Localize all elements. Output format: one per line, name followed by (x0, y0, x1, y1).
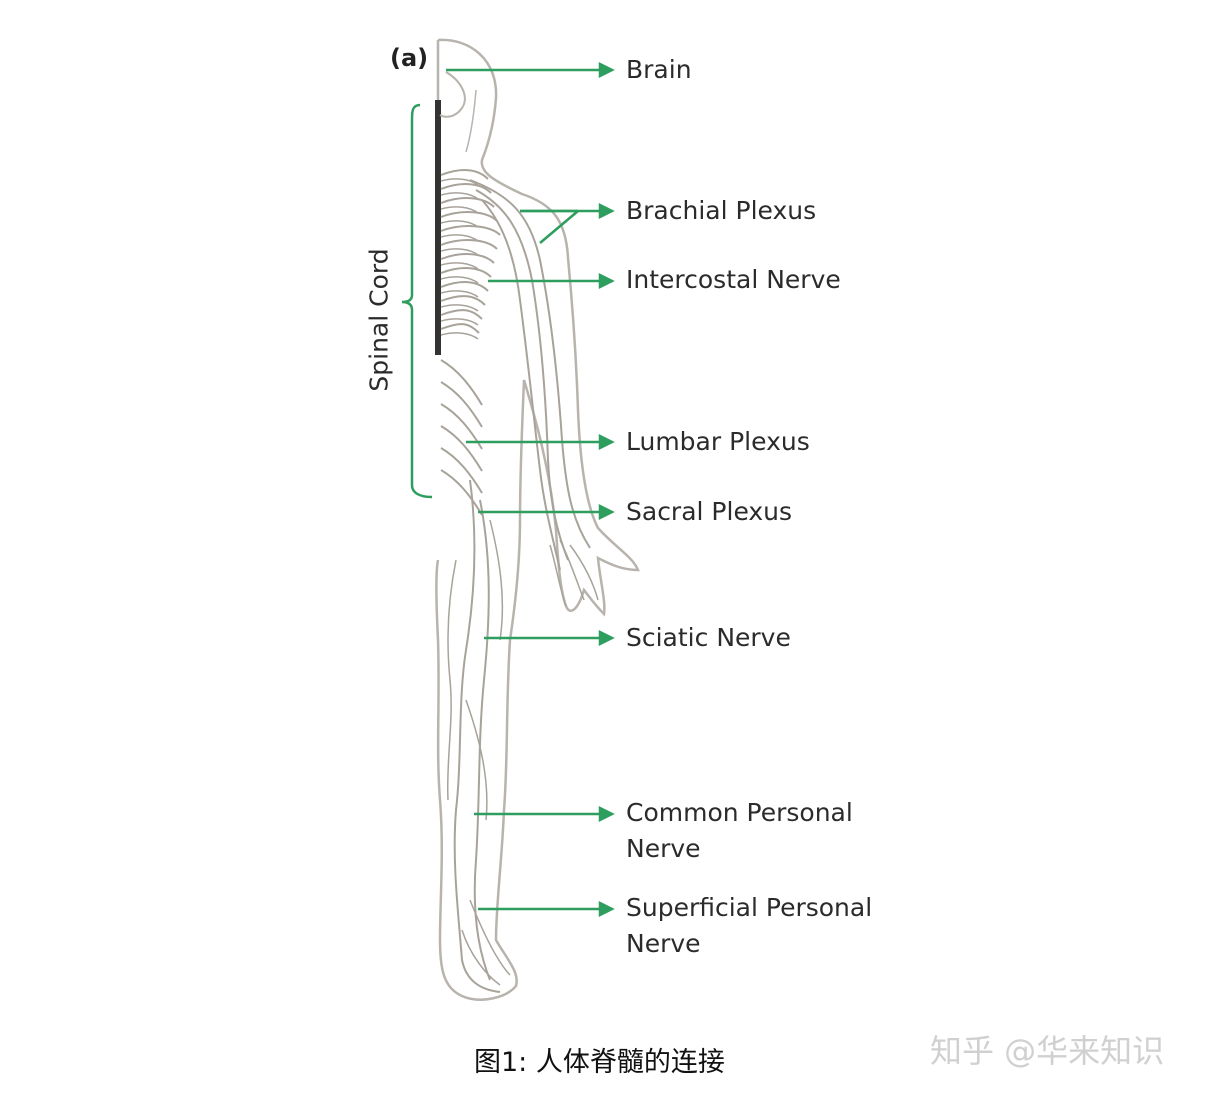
label-brain: Brain (626, 55, 692, 84)
nerve-branch (440, 447, 483, 494)
nerve-branch (440, 267, 492, 278)
nerve-branch (440, 281, 489, 292)
nerve-branch (461, 929, 501, 986)
nerve-branch (569, 544, 599, 601)
nerve-branch (440, 309, 483, 320)
nerve-branch (440, 253, 495, 264)
label-brachial-plexus: Brachial Plexus (626, 196, 817, 225)
nerve-branch (440, 332, 479, 340)
label-sciatic-nerve: Sciatic Nerve (626, 623, 791, 652)
nerve-branch (440, 262, 479, 270)
nerve-branch (489, 519, 504, 641)
nerve-branch (440, 211, 498, 222)
figure-caption: 图1: 人体脊髓的连接 (474, 1047, 725, 1078)
label-lumbar-plexus: Lumbar Plexus (626, 427, 810, 456)
nerve-branch (481, 199, 561, 571)
nerve-branch (440, 183, 492, 194)
nerve-branch (453, 479, 501, 993)
nerve-branch (440, 425, 483, 472)
nerve-branch (440, 276, 479, 284)
nerve-branch (473, 499, 491, 981)
nerve-branch (440, 239, 498, 250)
nerve-branch (469, 179, 591, 549)
label-sacral-plexus: Sacral Plexus (626, 497, 793, 526)
nerve-branch (440, 323, 480, 334)
nerve-branch (446, 559, 457, 801)
nerve-branch (440, 197, 495, 208)
watermark: 知乎 @华来知识 (930, 1032, 1165, 1070)
nerve-branch (440, 192, 479, 200)
nerve-branch (440, 295, 486, 306)
nerve-branch (440, 248, 479, 256)
label-intercostal-nerve: Intercostal Nerve (626, 265, 841, 294)
nerve-branch (440, 290, 479, 298)
nerve-branch (440, 225, 501, 236)
panel-letter: (a) (390, 44, 429, 72)
nerve-network (440, 169, 599, 993)
nerve-branch (440, 359, 483, 406)
nerve-branch (475, 189, 569, 561)
nerve-branch (440, 318, 479, 326)
brain-outline (439, 71, 466, 118)
nerve-branch (440, 169, 489, 180)
nerve-branch (465, 699, 488, 821)
pointer-arrows (446, 61, 615, 918)
nerve-branch (440, 304, 479, 312)
nerve-branch (559, 539, 585, 601)
spinal-cord-bracket (401, 103, 433, 499)
nerve-branch (440, 403, 483, 450)
spinal-cord-line (435, 100, 441, 355)
nerve-branch (440, 381, 483, 428)
nerve-branch (469, 899, 511, 976)
nerve-branch (549, 544, 567, 607)
nerve-branch (440, 469, 483, 516)
spinal-cord-label: Spinal Cord (364, 248, 394, 392)
nerve-branch (440, 178, 479, 186)
